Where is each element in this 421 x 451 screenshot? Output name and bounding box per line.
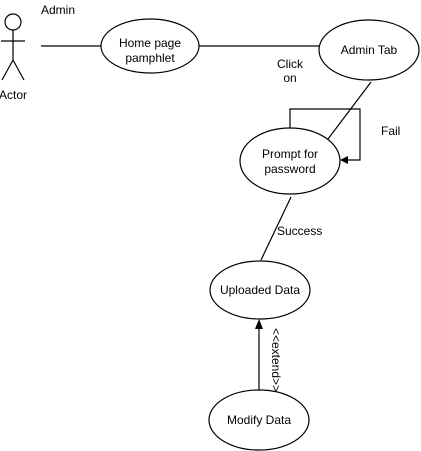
use-case-prompt-password: Prompt for password xyxy=(239,127,341,195)
admin-tab-to-prompt-line xyxy=(324,81,372,144)
success-label: Success xyxy=(277,224,322,238)
actor-figure xyxy=(1,13,25,81)
actor-head xyxy=(4,13,22,31)
admin-tab-ellipse xyxy=(318,19,420,81)
use-case-admin-tab: Admin Tab xyxy=(318,19,420,81)
home-page-label-line2: pamphlet xyxy=(125,51,175,65)
fail-label: Fail xyxy=(381,124,400,138)
actor-left-leg xyxy=(1,59,14,81)
modify-data-label: Modify Data xyxy=(227,413,291,427)
use-case-modify-data: Modify Data xyxy=(208,389,310,451)
home-page-ellipse xyxy=(100,18,200,74)
actor-name: Actor xyxy=(0,88,27,102)
extend-arrowhead xyxy=(255,319,263,329)
uploaded-data-label: Uploaded Data xyxy=(220,283,300,297)
click-on-label-line1: Click xyxy=(277,57,304,71)
extend-label: <<extend>> xyxy=(269,328,283,392)
actor-right-leg xyxy=(12,59,25,81)
prompt-password-label-line1: Prompt for xyxy=(262,147,318,161)
fail-loop-arrowhead xyxy=(340,156,348,164)
click-on-label-line2: on xyxy=(283,71,296,85)
actor-role-label: Admin xyxy=(41,3,75,17)
prompt-to-uploaded-line xyxy=(260,196,292,261)
prompt-password-label-line2: password xyxy=(264,162,315,176)
use-case-uploaded-data: Uploaded Data xyxy=(209,260,311,320)
uploaded-data-ellipse xyxy=(209,260,311,320)
fail-loop-line xyxy=(289,108,361,161)
use-case-home-page: Home page pamphlet xyxy=(100,18,200,74)
modify-data-ellipse xyxy=(208,389,310,451)
prompt-password-ellipse xyxy=(239,127,341,195)
home-page-label-line1: Home page xyxy=(119,36,181,50)
admin-tab-label: Admin Tab xyxy=(341,43,398,57)
